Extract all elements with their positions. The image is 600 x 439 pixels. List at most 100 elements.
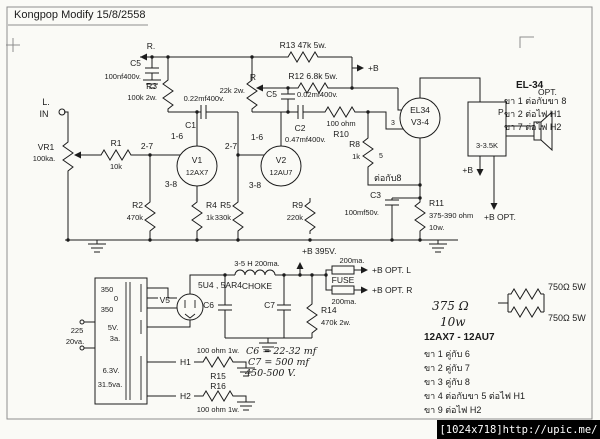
r2-resistor — [144, 197, 156, 235]
bias-r375-note: 375 Ω — [432, 299, 469, 313]
arrow-out-r-icon — [361, 286, 368, 294]
r13-resistor — [284, 51, 322, 63]
junction-dots — [66, 55, 422, 277]
ground-icon — [87, 243, 107, 253]
r16-value: 100 ohm 1w. — [197, 405, 240, 414]
ground-icon — [236, 401, 256, 411]
c1-value: 0.22mf400v. — [184, 94, 225, 103]
c7-label: C7 — [264, 300, 275, 310]
r11-watt: 10w. — [429, 223, 444, 232]
bias-r750a-label: 750Ω 5W — [548, 282, 586, 292]
el34-v34-label: V3-4 — [411, 117, 429, 127]
registration-marks — [6, 24, 534, 52]
note-c7: C7 = 500 mf — [248, 357, 310, 368]
r2-label: R2 — [132, 200, 143, 210]
el34-note-line3: ขา 7 ต่อไฟ H2 — [504, 122, 561, 132]
out-r-label: +B OPT. R — [372, 285, 412, 295]
r1-label: R1 — [111, 138, 122, 148]
r22k-value: 22k 2w. — [220, 86, 245, 95]
tube-note-title: 12AX7 - 12AU7 — [424, 332, 495, 343]
out-l-label: +B OPT. L — [372, 265, 411, 275]
r14-label: R14 — [321, 305, 337, 315]
r8-resistor — [362, 133, 374, 171]
opt-primary-label: P — [498, 107, 504, 117]
r9-resistor — [304, 197, 316, 235]
v5-rectifier-tube — [176, 293, 204, 321]
r14-resistor — [306, 299, 318, 337]
c6-label: C6 — [203, 300, 214, 310]
transformer-windings — [125, 282, 142, 400]
arrow-bplus-icon — [357, 64, 364, 72]
r10-resistor — [321, 106, 359, 118]
r13-label: R13 47k 5w. — [280, 40, 327, 50]
output-transformer-box — [467, 101, 507, 157]
el34-tube — [399, 97, 441, 139]
arrow-r-mid-icon — [256, 84, 263, 92]
r12-label: R12 6.8k 5w. — [288, 71, 337, 81]
el34-note-line1: ขา 1 ต่อกับขา 8 — [504, 96, 566, 106]
r15-resistor — [199, 356, 237, 368]
r3-label: R3 — [146, 81, 157, 91]
wire-network-amp — [64, 56, 534, 244]
opt-impedance: 3-3.5K — [476, 141, 498, 150]
h2-label: H2 — [180, 391, 191, 401]
r5-resistor — [232, 197, 244, 235]
to-pin8-note: ต่อกับ8 — [374, 173, 401, 183]
el34-note-line2: ขา 2 ต่อไฟ H1 — [504, 109, 561, 119]
v2-pins-38: 3-8 — [249, 180, 262, 190]
c5b-label: C5 — [266, 89, 277, 99]
c5a-value: 100nf400v. — [104, 72, 141, 81]
bias-r375-watt: 10w — [440, 315, 466, 329]
v1-pins-38: 3-8 — [165, 179, 178, 189]
r1-resistor — [97, 149, 135, 161]
r8-value: 1k — [352, 152, 360, 161]
primary-terminal — [79, 319, 85, 325]
c3-value: 100mf50v. — [345, 208, 379, 217]
capacitor-plates — [145, 67, 399, 311]
r9-value: 220k — [287, 213, 304, 222]
c3-label: C3 — [370, 190, 381, 200]
v2-label: V2 — [276, 155, 287, 165]
note-c6: C6 = 22-32 mf — [246, 346, 318, 357]
r2-value: 470k — [127, 213, 144, 222]
r4-label: R4 — [206, 200, 217, 210]
v5-label: V5 — [160, 295, 171, 305]
r15-value: 100 ohm 1w. — [197, 346, 240, 355]
r750a-resistor — [507, 288, 545, 300]
tube-note-line3: ขา 3 คู่กับ 8 — [424, 377, 470, 388]
v1-pins-27: 2-7 — [141, 141, 154, 151]
fuse-ma-top: 200ma. — [339, 256, 364, 265]
page-title: Kongpop Modify 15/8/2558 — [14, 9, 146, 21]
watermark-bar: [1024x718]http://upic.me/ — [437, 420, 600, 439]
arrow-bplus-opt-in-icon — [476, 169, 484, 176]
h1-label: H1 — [180, 357, 191, 367]
v1-pins-16: 1-6 — [171, 131, 184, 141]
arrow-out-l-icon — [361, 266, 368, 274]
v2-pins-27: 2-7 — [225, 141, 238, 151]
tap-va: 31.5va. — [98, 380, 123, 389]
arrow-r-left-icon — [140, 53, 147, 61]
r3-value: 100k 2w. — [127, 93, 157, 102]
c1-label: C1 — [185, 120, 196, 130]
tube-note-line2: ขา 2 คู่กับ 7 — [424, 363, 470, 374]
input-l-label: L. — [42, 97, 50, 107]
fuse-left — [331, 265, 355, 275]
arrow-bplus-opt-icon — [490, 203, 498, 210]
wire-network-psu — [84, 269, 545, 402]
v1-type-label: 12AX7 — [186, 168, 209, 177]
choke-coil — [234, 269, 276, 276]
fuse-label: FUSE — [332, 275, 355, 285]
primary-terminal — [79, 345, 85, 351]
r11-value: 375-390 ohm — [429, 211, 473, 220]
tube-note-line1: ขา 1 คู่กับ 6 — [424, 349, 470, 360]
vr1-value: 100ka. — [33, 154, 56, 163]
choke-value: 3-5 H 200ma. — [234, 259, 279, 268]
input-in-label: IN — [40, 109, 49, 119]
r9-label: R9 — [292, 200, 303, 210]
r11-resistor — [414, 197, 426, 235]
vr1-potentiometer — [62, 137, 74, 175]
r3-resistor — [162, 75, 174, 113]
choke-label: CHOKE — [242, 281, 273, 291]
